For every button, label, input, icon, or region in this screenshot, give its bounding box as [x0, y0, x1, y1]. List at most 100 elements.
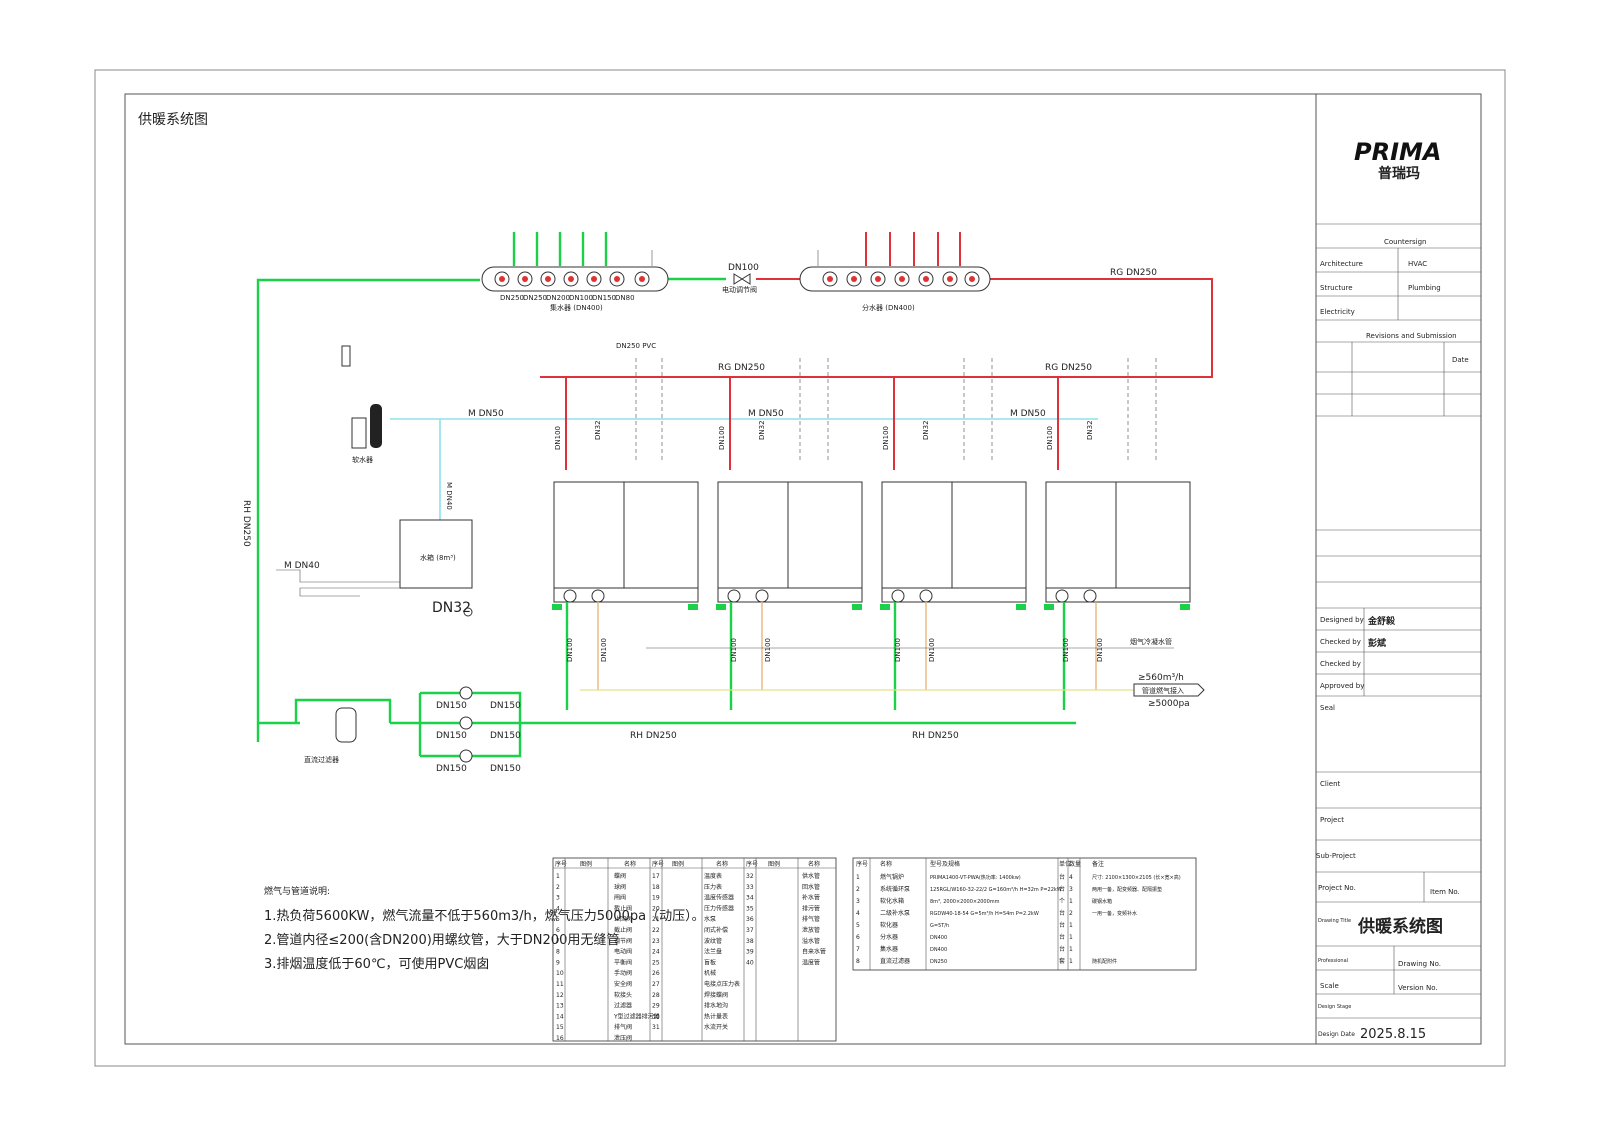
legend-number: 6: [556, 927, 560, 934]
tb-checker: 彭斌: [1368, 637, 1386, 649]
condensate-label: 烟气冷凝水管: [1130, 637, 1172, 646]
svg-text:DN32: DN32: [594, 420, 602, 440]
gas-pressure-label: ≥5000pa: [1148, 699, 1190, 709]
tb-drawing-title: 供暖系统图: [1357, 916, 1443, 937]
legend-name: 水流开关: [704, 1023, 728, 1031]
legend-number: 34: [746, 895, 754, 902]
rh-label-vertical: RH DN250: [241, 500, 251, 547]
equipment-cell: DN400: [930, 935, 947, 941]
gas-flow-label: ≥560m³/h: [1138, 673, 1184, 683]
tb-designed-by: Designed by: [1320, 616, 1364, 624]
tb-plumbing: Plumbing: [1408, 284, 1441, 292]
equipment-cell: 集水器: [880, 945, 898, 953]
svg-text:DN100: DN100: [928, 638, 936, 662]
legend-number: 38: [746, 938, 754, 945]
equipment-header: 备注: [1092, 860, 1104, 868]
legend-name: 温度管: [802, 958, 820, 966]
legend-number: 27: [652, 981, 660, 988]
legend-number: 7: [556, 938, 560, 945]
equipment-cell: 2: [856, 886, 860, 893]
distributor-label: 分水器 (DN400): [862, 303, 915, 312]
legend-header: 图例: [580, 860, 592, 868]
legend-number: 29: [652, 1003, 660, 1010]
equipment-cell: 2: [1069, 910, 1073, 917]
legend-name: 排气阀: [614, 1023, 632, 1031]
equipment-cell: 两用一备，配变频器、配隔振垫: [1092, 886, 1162, 893]
exhaust-label: DN250 PVC: [616, 342, 656, 350]
legend-header: 序号: [652, 860, 664, 868]
legend-number: 13: [556, 1003, 564, 1010]
legend-header: 图例: [672, 860, 684, 868]
svg-text:DN150: DN150: [436, 731, 467, 741]
m-dn50-label-1: M DN50: [468, 409, 504, 419]
legend-name: 压力表: [704, 883, 722, 891]
legend-name: 截止阀: [614, 904, 632, 912]
legend-number: 25: [652, 959, 660, 966]
legend-header: 图例: [768, 860, 780, 868]
equipment-cell: 1: [1069, 922, 1073, 929]
legend-name: 闭式补偿: [704, 926, 728, 934]
legend-header: 名称: [624, 860, 636, 868]
m-dn50-label-3: M DN50: [1010, 409, 1046, 419]
dn32-drain-label: DN32: [432, 600, 471, 616]
equipment-cell: 1: [856, 874, 860, 881]
rg-label-1: RG DN250: [718, 363, 765, 373]
softener-label: 软水器: [352, 455, 373, 464]
legend-number: 22: [652, 927, 660, 934]
svg-text:DN100: DN100: [566, 638, 574, 662]
svg-text:DN150: DN150: [490, 701, 521, 711]
legend-number: 31: [652, 1024, 660, 1031]
legend-name: 机械: [704, 969, 716, 977]
equipment-cell: 5: [856, 922, 860, 929]
pump-3-icon: [459, 749, 473, 763]
equipment-table: [852, 857, 1197, 971]
water-tank-label: 水箱 (8m³): [420, 553, 456, 562]
legend-name: 热计量表: [704, 1012, 728, 1020]
equipment-cell: 6: [856, 934, 860, 941]
header-label-1: DN250: [500, 294, 524, 302]
legend-number: 2: [556, 884, 560, 891]
boiler-1: DN100 DN32 DN100 DN100: [552, 355, 699, 710]
supply-main: [540, 278, 1213, 378]
header-label-3: DN200: [546, 294, 570, 302]
gas-inlet-tag: [1133, 683, 1205, 697]
equipment-cell: 8m³, 2000×2000×2000mm: [930, 899, 1000, 905]
legend-number: 39: [746, 949, 754, 956]
equipment-cell: PRIMA1400-VT-PWA(热功率: 1400kw): [930, 874, 1021, 881]
equipment-cell: DN400: [930, 947, 947, 953]
tb-drawing-no: Drawing No.: [1398, 960, 1441, 968]
legend-name: Y型过滤器排污器: [613, 1012, 660, 1020]
legend-number: 35: [746, 905, 754, 912]
legend-number: 1: [556, 873, 560, 880]
tb-hvac: HVAC: [1408, 260, 1427, 268]
m-dn40-label: M DN40: [284, 561, 320, 571]
legend-number: 30: [652, 1013, 660, 1020]
outer-frame: [94, 69, 1506, 1067]
legend-name: 温度表: [704, 872, 722, 880]
equipment-cell: DN250: [930, 959, 947, 965]
collector-label: 集水器 (DN400): [550, 303, 603, 312]
legend-name: 软接头: [614, 991, 632, 999]
equipment-cell: 台: [1059, 945, 1065, 953]
legend-header: 名称: [716, 860, 728, 868]
legend-number: 16: [556, 1035, 564, 1042]
tb-design-date: 2025.8.15: [1360, 1027, 1426, 1042]
equipment-cell: 软化水箱: [880, 897, 904, 905]
tb-designer: 金舒毅: [1367, 615, 1396, 627]
dirt-separator-icon: [335, 707, 357, 743]
tb-countersign: Countersign: [1384, 238, 1426, 246]
legend-number: 40: [746, 959, 754, 966]
equipment-cell: 软化器: [880, 921, 898, 929]
valve-size-label: DN100: [728, 263, 759, 273]
notes-line-1: 1.热负荷5600KW，燃气流量不低于560m3/h，燃气压力5000pa（动压…: [264, 908, 705, 924]
tb-design-stage: Design Stage: [1318, 1004, 1351, 1010]
equipment-cell: 燃气锅炉: [880, 873, 904, 881]
tb-client: Client: [1320, 780, 1341, 788]
equipment-header: 序号: [856, 860, 868, 868]
header-label-4: DN100: [569, 294, 593, 302]
legend-number: 32: [746, 873, 754, 880]
tb-design-date-label: Design Date: [1318, 1031, 1355, 1038]
tb-project: Project: [1320, 816, 1344, 824]
equipment-cell: G=5T/h: [930, 923, 949, 929]
legend-name: 排气管: [802, 915, 820, 923]
